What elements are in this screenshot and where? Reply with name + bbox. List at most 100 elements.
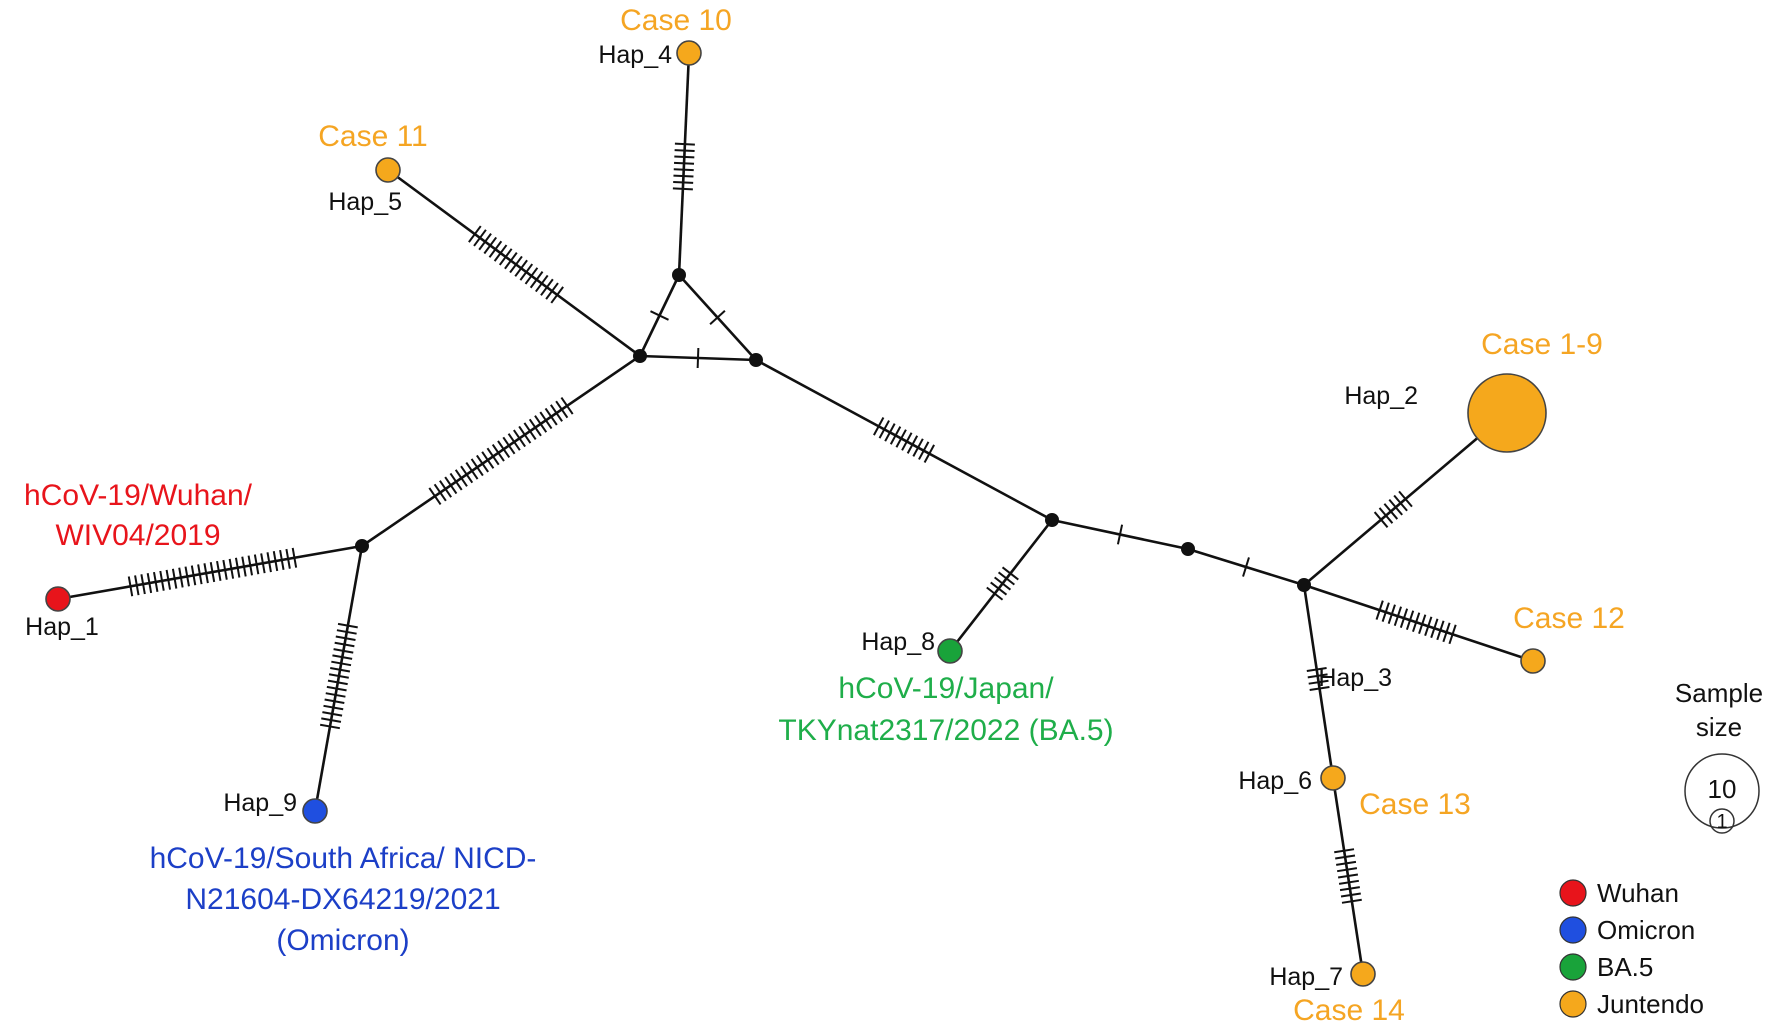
mutation-mark: [325, 692, 346, 698]
mutation-mark: [285, 548, 291, 569]
mutation-mark: [673, 161, 695, 165]
mutation-mark: [334, 641, 355, 648]
mutation-mark: [324, 698, 345, 704]
mutation-mark: [709, 310, 726, 325]
mutation-mark: [326, 685, 347, 692]
mutation-mark: [1242, 557, 1250, 577]
mutation-mark: [674, 142, 695, 146]
hap-1-label: Hap_1: [25, 613, 99, 641]
mutation-mark: [529, 271, 544, 289]
mutation-mark: [165, 569, 172, 590]
hap-8-label: Hap_8: [861, 628, 935, 656]
haplotype-node-hap-6: [1320, 765, 1346, 791]
mutation-mark: [1430, 618, 1439, 639]
color-legend: Wuhan Omicron BA.5 Juntendo: [1559, 878, 1704, 1019]
case-10-label: Case 10: [620, 4, 732, 37]
mutation-mark: [1336, 860, 1357, 866]
mutation-mark: [1412, 612, 1421, 633]
omicron-sequence-label-line1: hCoV-19/South Africa/ NICD-: [150, 842, 537, 875]
hap-4-label: Hap_4: [598, 41, 672, 69]
mutation-mark: [672, 187, 693, 191]
hap-7-label: Hap_7: [1269, 963, 1343, 991]
sample-size-circle-small: [1709, 808, 1735, 834]
sample-size-small-value: 1: [1716, 811, 1727, 833]
mutation-marks: [1306, 667, 1330, 691]
mutation-mark: [514, 259, 528, 277]
mutation-mark: [291, 547, 298, 568]
mutation-mark: [696, 347, 700, 369]
sample-size-circle-large: [1684, 753, 1760, 829]
haplotype-node-hap-5: [375, 157, 401, 183]
mutation-mark: [1341, 898, 1362, 904]
mutation-mark: [906, 435, 919, 454]
network-edge: [313, 545, 364, 812]
mutation-mark: [444, 476, 458, 495]
sample-size-title-line1: Sample: [1675, 678, 1763, 708]
network-edge: [755, 358, 1053, 522]
mutation-mark: [1373, 511, 1389, 528]
mutation-marks: [650, 310, 669, 321]
haplotype-node-hap-4: [676, 40, 702, 66]
mutation-mark: [502, 436, 516, 455]
mutation-marks: [1373, 490, 1413, 528]
mutation-mark: [650, 310, 669, 321]
mutation-mark: [327, 679, 348, 686]
case-1-9-label: Case 1-9: [1481, 328, 1603, 361]
mutation-marks: [319, 622, 358, 730]
hap-2-label: Hap_2: [1344, 382, 1418, 410]
mutation-mark: [544, 407, 558, 426]
legend-label-wuhan: Wuhan: [1597, 878, 1679, 908]
mutation-mark: [513, 429, 526, 448]
mutation-mark: [1116, 524, 1124, 545]
mutation-mark: [449, 472, 463, 491]
median-vector-node: [1045, 513, 1059, 527]
mutation-marks: [672, 142, 695, 191]
mutation-mark: [990, 581, 1008, 596]
mutation-mark: [519, 263, 534, 281]
mutation-mark: [884, 423, 896, 442]
mutation-mark: [473, 229, 487, 247]
mutation-mark: [1448, 624, 1457, 645]
sample-size-large-value: 10: [1708, 774, 1737, 804]
mutation-mark: [1340, 892, 1361, 898]
median-vector-node: [1297, 578, 1311, 592]
case-11-label: Case 11: [318, 120, 428, 153]
mutation-marks: [696, 347, 700, 369]
mutation-mark: [331, 660, 352, 667]
mutation-mark: [465, 462, 479, 480]
mutation-mark: [674, 155, 695, 159]
omicron-sequence-label-line2: N21604-DX64219/2021: [185, 883, 500, 916]
case-14-label: Case 14: [1293, 994, 1405, 1027]
legend-label-omicron: Omicron: [1597, 915, 1695, 945]
mutation-mark: [1306, 667, 1327, 673]
mutation-mark: [428, 487, 442, 505]
mutation-mark: [1308, 679, 1329, 685]
haplotype-node-hap-8: [937, 638, 963, 664]
ba5-sequence-label-line2: TKYnat2317/2022 (BA.5): [778, 714, 1113, 747]
mutation-mark: [1307, 673, 1328, 679]
ba5-sequence-label-line1: hCoV-19/Japan/: [838, 672, 1054, 705]
mutation-mark: [895, 429, 907, 448]
mutation-mark: [321, 717, 342, 723]
legend-swatch-ba5: [1559, 953, 1587, 981]
mutation-mark: [333, 648, 354, 654]
mutation-mark: [330, 667, 351, 673]
nodes-layer: [45, 40, 1547, 987]
mutation-mark: [140, 574, 146, 595]
mutation-mark: [491, 443, 505, 462]
mutation-mark: [1001, 566, 1019, 581]
legend-label-juntendo: Juntendo: [1597, 989, 1704, 1019]
mutation-mark: [470, 458, 484, 477]
mutation-marks: [709, 310, 726, 325]
mutation-mark: [216, 560, 222, 581]
median-vector-node: [633, 349, 647, 363]
mutation-mark: [1334, 848, 1355, 854]
mutation-mark: [1335, 854, 1356, 860]
legend-swatch-omicron: [1559, 916, 1587, 944]
mutation-mark: [498, 248, 513, 266]
network-edge: [1303, 583, 1534, 663]
mutation-mark: [476, 454, 489, 473]
haplotype-node-hap-2: [1467, 373, 1547, 453]
mutation-mark: [1309, 686, 1330, 691]
mutation-mark: [1338, 879, 1360, 885]
